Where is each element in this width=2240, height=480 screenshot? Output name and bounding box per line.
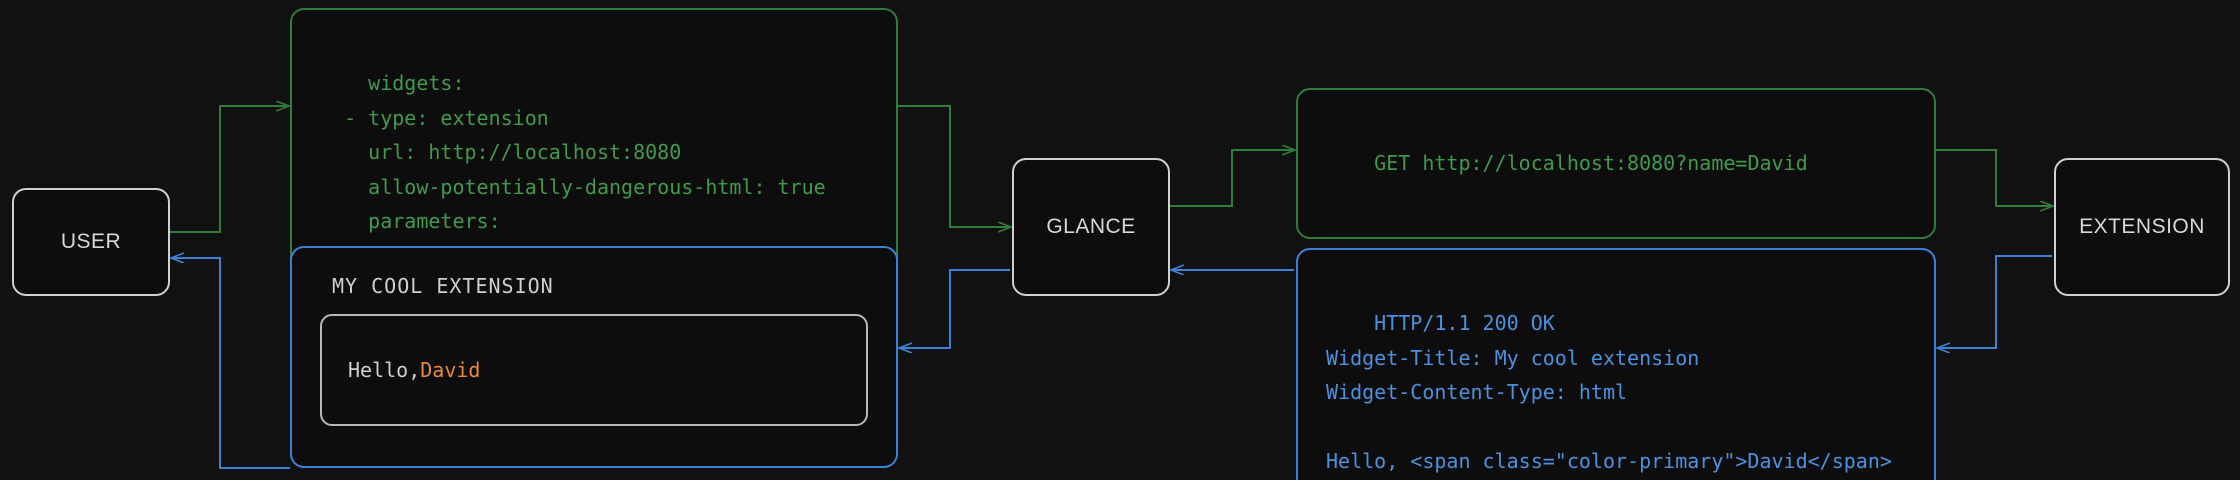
edge-request-to-extension	[1936, 149, 2052, 206]
http-response-box: HTTP/1.1 200 OK Widget-Title: My cool ex…	[1296, 248, 1936, 480]
http-request-text: GET http://localhost:8080?name=David	[1374, 151, 1808, 176]
http-request-box: GET http://localhost:8080?name=David	[1296, 88, 1936, 240]
edge-glance-to-widget	[900, 269, 1010, 348]
edge-widget-to-user	[172, 258, 290, 469]
edge-glance-to-request	[1170, 150, 1294, 207]
rendered-widget-box: MY COOL EXTENSION Hello, David	[290, 246, 898, 468]
node-glance[interactable]: GLANCE	[1012, 158, 1170, 296]
widget-title: MY COOL EXTENSION	[332, 274, 554, 298]
node-user[interactable]: USER	[12, 188, 170, 296]
edge-extension-to-response	[1938, 255, 2052, 348]
node-extension[interactable]: EXTENSION	[2054, 158, 2230, 296]
config-yaml-text: widgets: - type: extension url: http://l…	[344, 71, 826, 267]
node-user-label: USER	[60, 230, 122, 253]
node-extension-label: EXTENSION	[2079, 215, 2205, 238]
http-response-text: HTTP/1.1 200 OK Widget-Title: My cool ex…	[1326, 311, 1892, 473]
widget-content: Hello, David	[320, 314, 868, 426]
edge-config-to-glance	[898, 105, 1010, 227]
widget-name-value: David	[420, 358, 481, 382]
node-glance-label: GLANCE	[1046, 215, 1136, 238]
widget-greeting-text: Hello,	[348, 358, 421, 382]
edge-user-to-config	[170, 106, 288, 233]
